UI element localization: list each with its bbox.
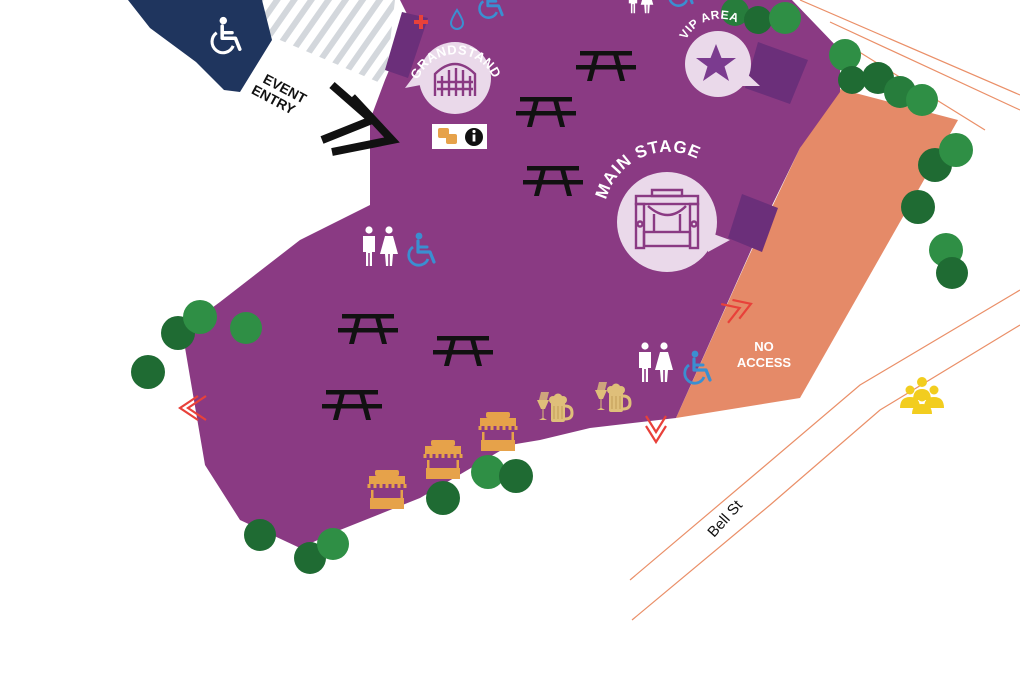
no-access-label: NO ACCESS <box>737 339 792 370</box>
entry-walkway <box>245 0 395 85</box>
no-access-line2: ACCESS <box>737 355 792 370</box>
info-point[interactable] <box>432 124 487 149</box>
venue-area <box>182 0 840 548</box>
lost-property-icon <box>438 128 457 144</box>
info-icon <box>465 128 483 146</box>
first-aid-icon[interactable] <box>414 15 428 29</box>
event-entry-arrow <box>320 81 400 156</box>
water-drop-icon[interactable] <box>449 8 465 30</box>
chevron-arrow-icon <box>645 415 667 445</box>
gate-markers <box>385 12 808 252</box>
crowd-icon[interactable] <box>900 377 944 414</box>
no-access-line1: NO <box>754 339 774 354</box>
no-access-zone <box>676 88 958 418</box>
star-icon <box>696 44 736 81</box>
grandstand-seating-icon <box>433 62 477 96</box>
trees <box>131 0 973 574</box>
stage-icon <box>634 188 700 250</box>
accessible-parking[interactable] <box>128 0 272 92</box>
chevron-arrow-icon <box>720 298 753 324</box>
direction-arrows <box>178 298 753 445</box>
chevron-arrow-icon <box>178 395 207 421</box>
